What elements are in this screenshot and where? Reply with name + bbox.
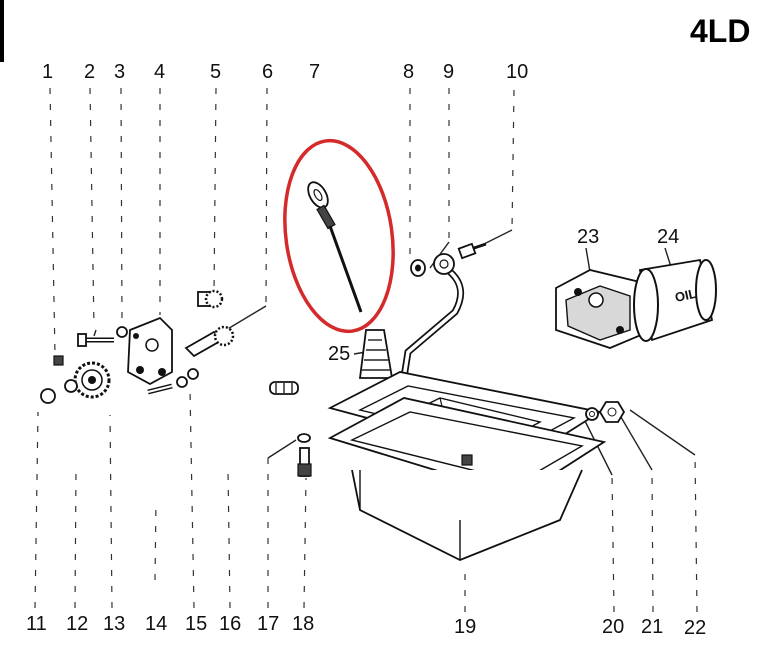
part-number-9: 9 bbox=[443, 61, 454, 83]
part-number-11: 11 bbox=[26, 613, 47, 635]
spring-clip bbox=[269, 381, 299, 395]
oil-pump-body bbox=[127, 316, 173, 386]
bottom-part-numbers: 11 12 13 14 15 16 17 18 19 20 21 22 bbox=[26, 613, 706, 639]
part-number-21: 21 bbox=[641, 616, 663, 638]
leader-lines bbox=[34, 87, 698, 613]
highlight-circle bbox=[283, 138, 395, 334]
part-number-16: 16 bbox=[219, 613, 241, 635]
part-number-14: 14 bbox=[145, 613, 167, 635]
part-number-18: 18 bbox=[292, 613, 314, 635]
part-number-3: 3 bbox=[114, 61, 125, 83]
part-number-12: 12 bbox=[66, 613, 88, 635]
page-edge-bar bbox=[0, 0, 4, 62]
rubber-boot bbox=[358, 329, 394, 379]
part-number-6: 6 bbox=[262, 61, 273, 83]
oil-filter-label: OIL bbox=[674, 286, 698, 305]
diagram-title: 4LD bbox=[690, 13, 750, 49]
part-number-4: 4 bbox=[154, 61, 165, 83]
part-number-20: 20 bbox=[602, 616, 624, 638]
bolt-10 bbox=[457, 242, 487, 260]
pump-drive-shaft bbox=[184, 289, 235, 358]
oil-pump-gear bbox=[73, 361, 111, 399]
small-hardware bbox=[40, 326, 199, 404]
part-number-1: 1 bbox=[42, 61, 53, 83]
part-number-2: 2 bbox=[84, 61, 95, 83]
part-number-15: 15 bbox=[185, 613, 207, 635]
top-part-numbers: 1 2 3 4 5 6 7 8 9 10 bbox=[42, 61, 528, 83]
part-number-19: 19 bbox=[454, 616, 476, 638]
part-number-8: 8 bbox=[403, 61, 414, 83]
part-number-24: 24 bbox=[657, 226, 679, 248]
part-number-25: 25 bbox=[328, 343, 350, 365]
oil-pan bbox=[327, 371, 607, 561]
nut-and-washer bbox=[585, 401, 626, 423]
part-number-7: 7 bbox=[309, 61, 320, 83]
part-number-10: 10 bbox=[506, 61, 528, 83]
oil-dipstick bbox=[307, 181, 363, 313]
bolts bbox=[77, 333, 173, 395]
part-number-13: 13 bbox=[103, 613, 125, 635]
part-number-22: 22 bbox=[684, 617, 706, 639]
dipstick-tube bbox=[398, 253, 465, 391]
drain-plug bbox=[297, 433, 312, 477]
oil-filter-head bbox=[555, 269, 650, 349]
part-number-5: 5 bbox=[210, 61, 221, 83]
oil-filter: OIL bbox=[633, 258, 717, 342]
part-number-17: 17 bbox=[257, 613, 279, 635]
part-number-23: 23 bbox=[577, 226, 599, 248]
